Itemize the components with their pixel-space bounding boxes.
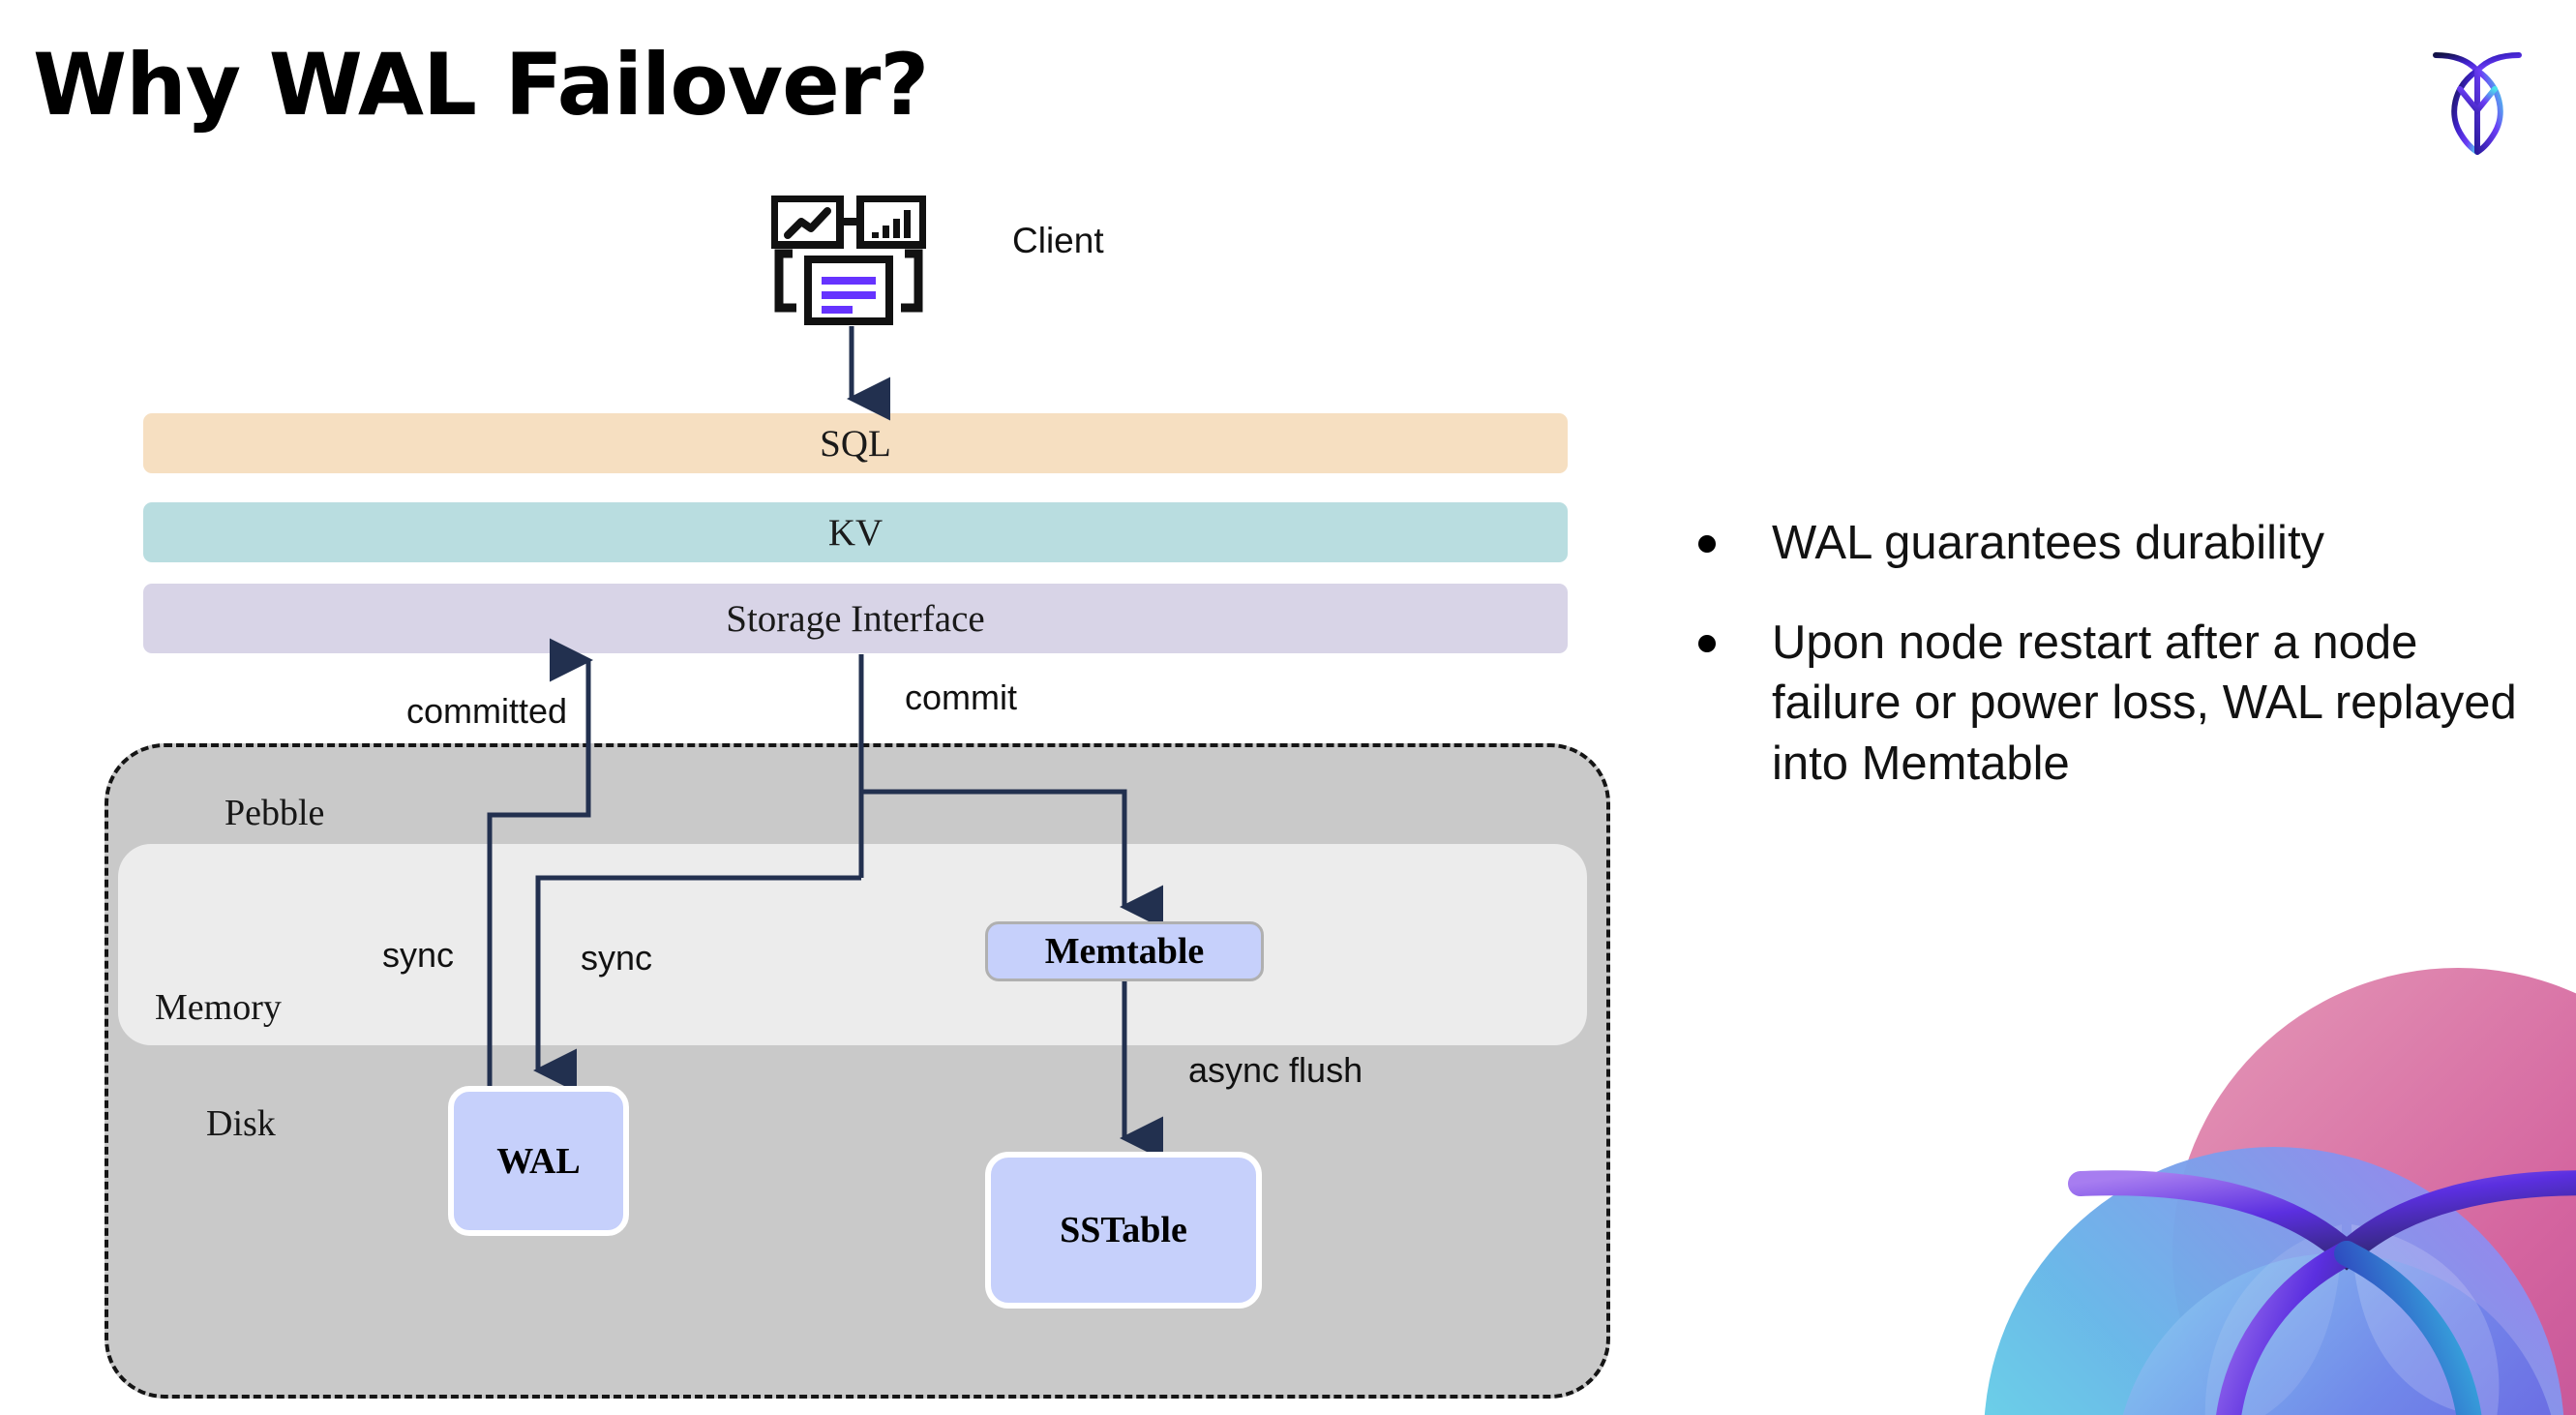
node-sstable[interactable]: SSTable — [985, 1152, 1262, 1309]
pebble-container — [105, 743, 1610, 1399]
disk-label: Disk — [206, 1103, 276, 1144]
layer-bar-storage[interactable]: Storage Interface — [143, 584, 1568, 653]
list-item: WAL guarantees durability — [1698, 513, 2521, 574]
layer-bar-sql[interactable]: SQL — [143, 413, 1568, 473]
edge-label-committed: committed — [406, 691, 568, 731]
bullet-list: WAL guarantees durability Upon node rest… — [1698, 513, 2521, 833]
memory-container — [118, 844, 1587, 1045]
client-label: Client — [1012, 221, 1104, 260]
bullet-dot-icon — [1698, 634, 1716, 652]
edge-label-sync-left: sync — [382, 935, 455, 975]
client-dashboard-icon — [770, 195, 927, 326]
edge-label-commit: commit — [905, 677, 1017, 717]
cockroach-leaf-logo-icon — [2414, 31, 2540, 157]
bullet-text: WAL guarantees durability — [1772, 517, 2325, 569]
pebble-label: Pebble — [225, 793, 325, 833]
node-memtable[interactable]: Memtable — [985, 921, 1264, 981]
layer-bar-kv[interactable]: KV — [143, 502, 1568, 562]
overlapping-circles-leaf-artwork — [1955, 934, 2576, 1415]
bullet-dot-icon — [1698, 535, 1716, 553]
edge-label-sync-right: sync — [581, 938, 653, 978]
page-title: Why WAL Failover? — [33, 35, 929, 135]
node-wal[interactable]: WAL — [448, 1086, 629, 1236]
memory-label: Memory — [155, 987, 282, 1028]
architecture-diagram: Client Pebble Memory Disk SQL KV Storage… — [105, 195, 1610, 1399]
bullet-text: Upon node restart after a node failure o… — [1772, 616, 2517, 791]
edge-label-async-flush: async flush — [1188, 1050, 1363, 1090]
list-item: Upon node restart after a node failure o… — [1698, 613, 2521, 795]
